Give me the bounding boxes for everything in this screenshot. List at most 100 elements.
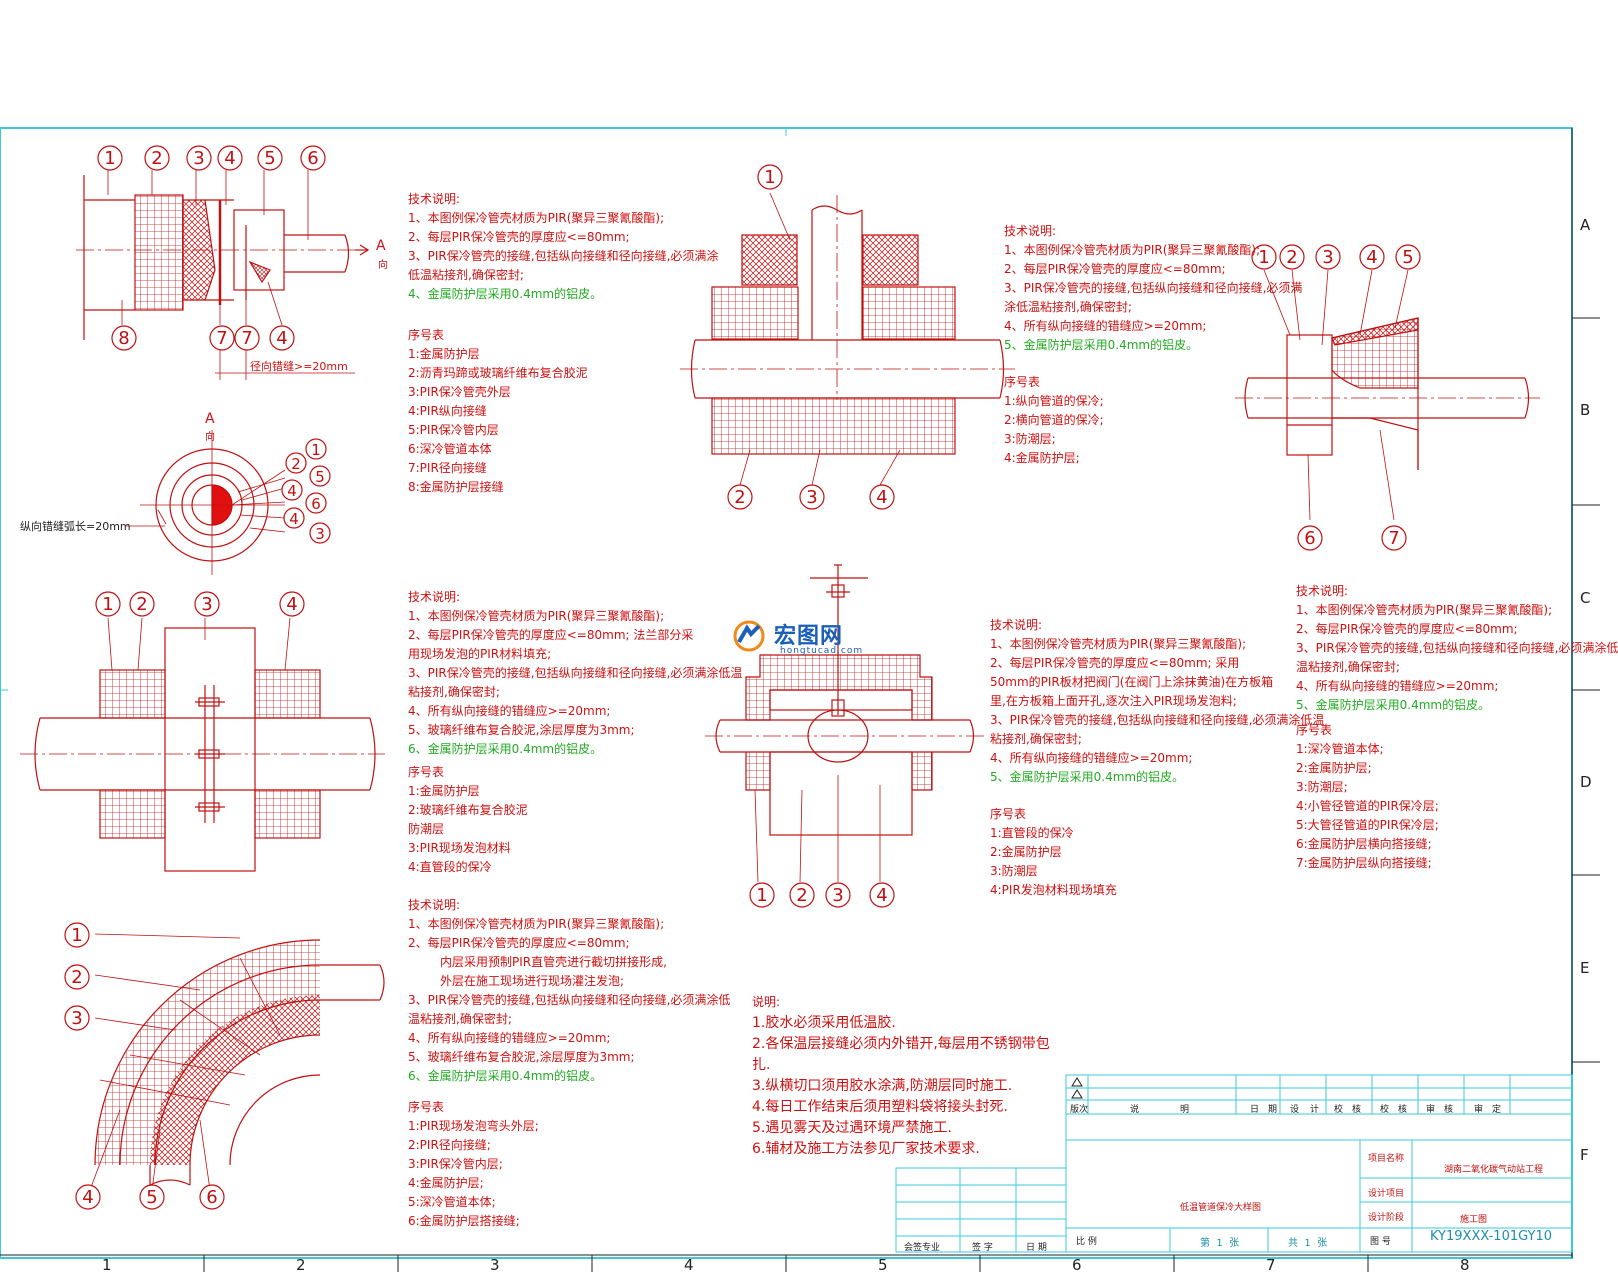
notes-6-line: 温粘接剂,确保密封; <box>408 1012 512 1026</box>
drawing-no: KY19XXX-101GY10 <box>1430 1229 1553 1244</box>
notes-4-line: 50mm的PIR板材把阀门(在阀门上涂抹黄油)在方板箱 <box>990 675 1274 689</box>
notes-3-line: 3、PIR保冷管壳的接缝,包括纵向接缝和径向接缝,必须满涂低温 <box>408 666 743 680</box>
fig4-callout: 3 <box>194 591 220 617</box>
notes-3-line: 4、所有纵向接缝的错缝应>=20mm; <box>408 704 611 718</box>
fig1-callout-number: 8 <box>118 328 129 349</box>
notes-3-seq: 1:金属防护层 <box>408 784 480 798</box>
fig1b-callout-number: 6 <box>311 495 321 513</box>
fig3-callout-number: 4 <box>1366 247 1377 268</box>
notes-6-heading: 技术说明: <box>408 898 461 912</box>
fig1-callout-circle <box>111 325 137 351</box>
notes-1: 技术说明: 1、本图例保冷管壳材质为PIR(聚异三聚氰酸酯); 2、每层PIR保… <box>408 190 718 497</box>
notes-1-seq: 1:金属防护层 <box>408 347 480 361</box>
fig3-callout-circle <box>1315 244 1341 270</box>
fig1-callout: 7 <box>234 325 260 351</box>
notes-4-seq-heading: 序号表 <box>990 807 1027 821</box>
fig2-callout-number: 4 <box>876 487 887 508</box>
revision-header-cell: 校 <box>1334 1105 1344 1115</box>
fig1b-callout-circle <box>309 465 331 487</box>
sheet-label-a: 第 <box>1200 1238 1210 1249</box>
revision-header-cell: 校 <box>1380 1105 1390 1115</box>
notes-5-seq: 3:防潮层; <box>1296 780 1348 794</box>
notes-5: 技术说明: 1、本图例保冷管壳材质为PIR(聚异三聚氰酸酯); 2、每层PIR保… <box>1296 582 1618 873</box>
fig2-callout-circle <box>757 164 783 190</box>
fig1b-callout: 6 <box>305 492 327 514</box>
grid-col-label: 1 <box>102 1256 112 1274</box>
fig3-callout: 3 <box>1315 244 1341 270</box>
fig4-callout-circle <box>194 591 220 617</box>
fig1b-callout: 5 <box>309 465 331 487</box>
revision-header-cell: 核 <box>1352 1105 1362 1115</box>
fig5-callout-number: 4 <box>876 885 887 906</box>
notes-7-line: 6.辅材及施工方法参见厂家技术要求. <box>752 1141 980 1157</box>
fig5-callout-number: 1 <box>756 885 767 906</box>
fig3-callout-number: 3 <box>1322 247 1333 268</box>
revision-header-cell: 定 <box>1492 1105 1502 1115</box>
grid-col-label: 2 <box>296 1256 306 1274</box>
fig3-callout: 5 <box>1395 244 1421 270</box>
notes-3-heading: 技术说明: <box>408 590 461 604</box>
fig1-callout: 4 <box>269 325 295 351</box>
fig1b-callout: 2 <box>285 452 307 474</box>
grid-row-label: D <box>1580 773 1592 791</box>
notes-2-seq: 4:金属防护层; <box>1004 451 1080 465</box>
notes-5-line: 4、所有纵向接缝的错缝应>=20mm; <box>1296 679 1499 693</box>
fig6-callout-circle <box>199 1184 225 1210</box>
total-label-b: 张 <box>1317 1238 1328 1249</box>
notes-2-seq: 3:防潮层; <box>1004 432 1056 446</box>
grid-col-label: 3 <box>490 1256 500 1274</box>
notes-4-seq: 2:金属防护层 <box>990 845 1062 859</box>
notes-1-seq: 2:沥青玛蹄或玻璃纤维布复合胶泥 <box>408 366 588 380</box>
fig6-callout: 4 <box>75 1184 101 1210</box>
notes-4-line: 3、PIR保冷管壳的接缝,包括纵向接缝和径向接缝,必须满涂低温 <box>990 713 1325 727</box>
fig1-callout-number: 2 <box>151 148 162 169</box>
notes-6-line: 2、每层PIR保冷管壳的厚度应<=80mm; <box>408 936 630 950</box>
fig5-callout-circle <box>869 882 895 908</box>
fig4-callout-number: 1 <box>102 594 113 615</box>
fig1-callout-circle <box>269 325 295 351</box>
fig1-callout-number: 4 <box>224 148 235 169</box>
fig1b-callout-number: 2 <box>291 455 301 473</box>
notes-2-line: 1、本图例保冷管壳材质为PIR(聚异三聚氰酸酯); <box>1004 243 1261 257</box>
notes-3-seq-heading: 序号表 <box>408 765 445 779</box>
notes-3-line: 1、本图例保冷管壳材质为PIR(聚异三聚氰酸酯); <box>408 609 665 623</box>
revision-header-cell: 说 <box>1130 1105 1140 1115</box>
fig4-callout-number: 2 <box>136 594 147 615</box>
notes-6-seq: 6:金属防护层搭接缝; <box>408 1214 520 1228</box>
fig1-callout-circle <box>97 145 123 171</box>
fig1-callout-circle <box>144 145 170 171</box>
fig6-callout-circle <box>64 964 90 990</box>
fig5-callout-circle <box>749 882 775 908</box>
fig3-callout: 1 <box>1251 244 1277 270</box>
fig4-callout: 1 <box>95 591 121 617</box>
project-name: 湖南二氧化碳气动站工程 <box>1444 1165 1544 1175</box>
fig3-callout-number: 7 <box>1388 528 1399 549</box>
revision-header-cell: 审 <box>1426 1105 1436 1115</box>
notes-4-seq: 1:直管段的保冷 <box>990 826 1074 840</box>
fig1-callout: 8 <box>111 325 137 351</box>
notes-5-green: 5、金属防护层采用0.4mm的铝皮。 <box>1296 698 1491 712</box>
notes-6-line: 内层采用预制PIR直管壳进行截切拼接形成, <box>440 955 667 969</box>
fig1b-callout-circle <box>305 492 327 514</box>
figure-1b-section-a <box>126 430 286 575</box>
notes-6-line: 4、所有纵向接缝的错缝应>=20mm; <box>408 1031 611 1045</box>
fig6-callout-circle <box>64 1005 90 1031</box>
notes-6-seq: 3:PIR保冷管内层; <box>408 1157 503 1171</box>
notes-1-seq: 5:PIR保冷管内层 <box>408 423 499 437</box>
fig6-callout: 1 <box>64 922 90 948</box>
fig3-callout-circle <box>1359 244 1385 270</box>
revision-header-cell: 审 <box>1474 1105 1484 1115</box>
notes-4-seq: 3:防潮层 <box>990 864 1038 878</box>
fig1b-callout-circle <box>283 507 305 529</box>
drawing-title: 低温管道保冷大样图 <box>1180 1203 1262 1213</box>
notes-5-seq: 7:金属防护层纵向搭接缝; <box>1296 856 1432 870</box>
grid-row-label: A <box>1580 216 1591 234</box>
fig2-callout-circle <box>727 484 753 510</box>
scale-label: 比 例 <box>1076 1237 1097 1247</box>
fig1b-callout: 1 <box>305 438 327 460</box>
notes-4-green: 5、金属防护层采用0.4mm的铝皮。 <box>990 770 1185 784</box>
fig2-callout-circle <box>869 484 895 510</box>
notes-2-line: 4、所有纵向接缝的错缝应>=20mm; <box>1004 319 1207 333</box>
notes-3-line: 2、每层PIR保冷管壳的厚度应<=80mm; 法兰部分采 <box>408 628 694 642</box>
fig1-callout-circle <box>257 145 283 171</box>
